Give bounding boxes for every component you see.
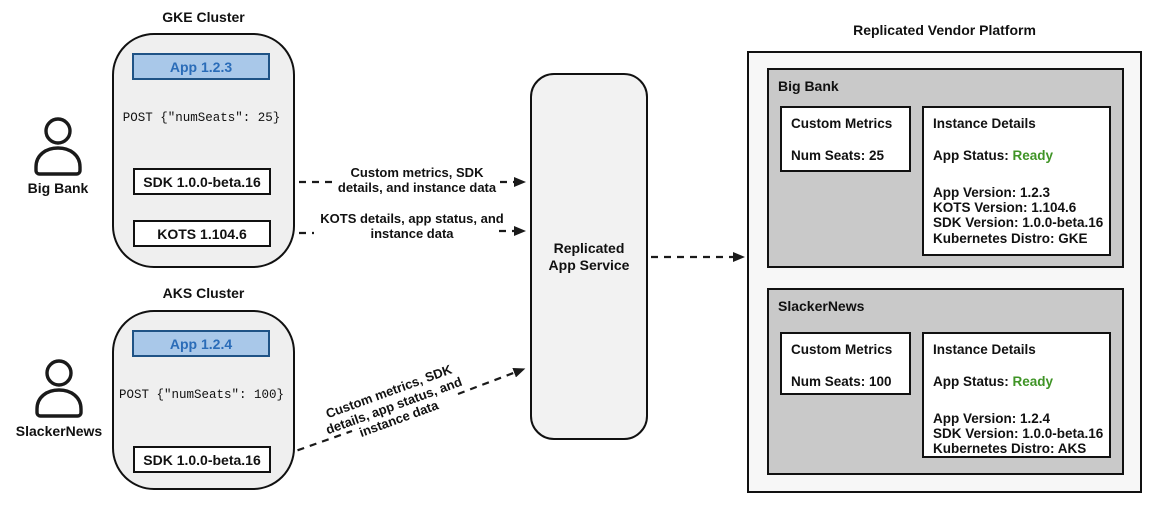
flow-label-kots-details: KOTS details, app status, and instance d… (302, 211, 522, 241)
num-seats-value: Num Seats: 25 (791, 148, 885, 163)
custom-metrics-title: Custom Metrics (791, 342, 893, 357)
flow-label-line: instance data (370, 225, 454, 241)
gke-app-node: App 1.2.3 (132, 53, 270, 80)
tenant-big-bank-name: Big Bank (778, 78, 839, 94)
app-status-label: App Status: (933, 374, 1013, 389)
aks-post-label: POST {"numSeats": 100} (118, 388, 285, 402)
detail-line: Kubernetes Distro: GKE (933, 230, 1088, 246)
app-status-label: App Status: (933, 148, 1013, 163)
gke-cluster-title: GKE Cluster (162, 9, 245, 25)
instance-detail-lines: App Version: 1.2.4 SDK Version: 1.0.0-be… (933, 411, 1104, 457)
big-bank-user-label: Big Bank (27, 180, 89, 196)
detail-line: SDK Version: 1.0.0-beta.16 (933, 426, 1104, 442)
detail-line: App Version: 1.2.3 (933, 185, 1051, 200)
tenant-slackernews-name: SlackerNews (778, 298, 865, 314)
user-body (34, 146, 82, 176)
replicated-app-service-box: Replicated App Service (530, 73, 648, 440)
user-body (35, 388, 83, 418)
flow-label-sdk-metrics: Custom metrics, SDK details, and instanc… (307, 165, 527, 195)
app-status-line: App Status: Ready (933, 148, 1100, 163)
slackernews-custom-metrics-card: Custom Metrics Num Seats: 100 (780, 332, 911, 395)
flow-label-line: Custom metrics, SDK (350, 165, 484, 180)
slackernews-user-label: SlackerNews (15, 423, 103, 439)
instance-details-title: Instance Details (933, 116, 1036, 131)
app-status-value: Ready (1012, 374, 1054, 389)
custom-metrics-title: Custom Metrics (791, 116, 893, 131)
gke-kots-node: KOTS 1.104.6 (133, 220, 271, 247)
gke-sdk-node: SDK 1.0.0-beta.16 (133, 168, 271, 195)
aks-sdk-node: SDK 1.0.0-beta.16 (133, 446, 271, 473)
app-status-value: Ready (1012, 148, 1054, 163)
aks-app-node: App 1.2.4 (132, 330, 270, 357)
aks-cluster-title: AKS Cluster (162, 285, 245, 301)
flow-label-line: KOTS details, app status, and (320, 211, 504, 226)
detail-line: SDK Version: 1.0.0-beta.16 (933, 215, 1104, 231)
flow-label-line: details, and instance data (337, 179, 497, 195)
instance-details-title: Instance Details (933, 342, 1036, 357)
gke-post-label: POST {"numSeats": 25} (122, 111, 281, 125)
aks-sdk-flow-arrow (457, 368, 526, 396)
instance-detail-lines: App Version: 1.2.3 KOTS Version: 1.104.6… (933, 185, 1104, 246)
detail-line: KOTS Version: 1.104.6 (933, 200, 1077, 216)
big-bank-user-icon (34, 117, 82, 176)
user-head (45, 359, 73, 387)
big-bank-instance-details-card: Instance Details App Status: Ready App V… (922, 106, 1111, 256)
user-head (44, 117, 72, 145)
detail-line: Kubernetes Distro: AKS (933, 441, 1087, 457)
slackernews-user-icon (35, 359, 83, 418)
vendor-platform-title: Replicated Vendor Platform (853, 22, 1036, 38)
service-label-line: Replicated (553, 239, 625, 256)
service-label-line: App Service (548, 256, 630, 273)
app-status-line: App Status: Ready (933, 374, 1100, 389)
replicated-app-service-label: Replicated App Service (549, 240, 630, 274)
big-bank-custom-metrics-card: Custom Metrics Num Seats: 25 (780, 106, 911, 172)
detail-line: App Version: 1.2.4 (933, 411, 1051, 426)
slackernews-instance-details-card: Instance Details App Status: Ready App V… (922, 332, 1111, 458)
num-seats-value: Num Seats: 100 (791, 374, 892, 389)
